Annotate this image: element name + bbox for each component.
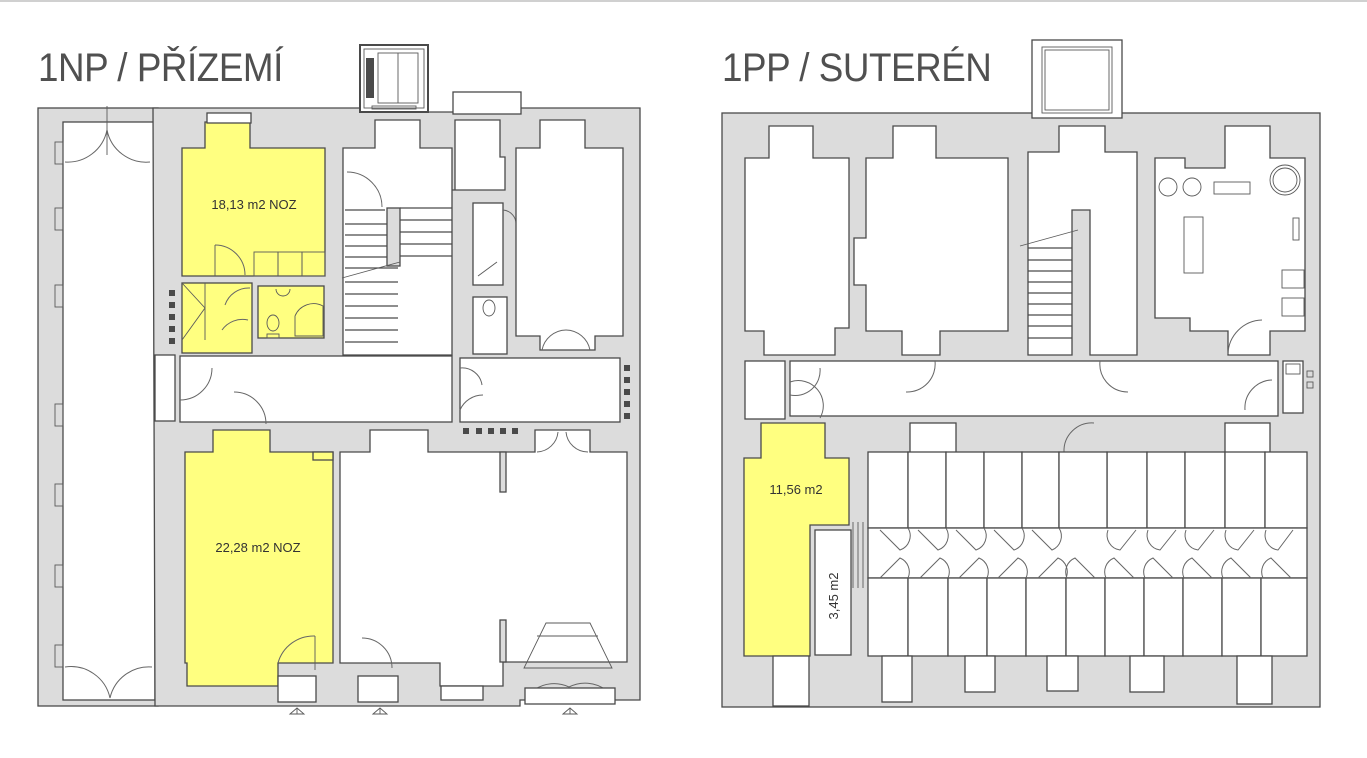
window [206, 112, 252, 124]
door-swing-icon [459, 367, 483, 386]
room-upper-right [515, 119, 624, 351]
room-22-28 [184, 429, 334, 687]
corridor-east [459, 357, 621, 423]
entry-steps [357, 675, 399, 703]
basement-corridor [789, 360, 1279, 417]
bay-window [523, 622, 616, 705]
cellar-stair-room [1027, 125, 1138, 356]
door-swing-icon [214, 244, 246, 276]
top-divider [0, 0, 1367, 2]
room-label-11-56: 11,56 m2 [769, 482, 822, 497]
window [440, 685, 484, 701]
door-swing-icon [221, 318, 249, 331]
bathroom [257, 285, 325, 339]
room-11-56 [743, 422, 850, 657]
boiler-icon [1158, 164, 1305, 317]
stair-hall [342, 119, 506, 356]
room-label-18-13: 18,13 m2 NOZ [211, 197, 296, 212]
staircase-icon [341, 207, 452, 343]
built-in-wardrobes [253, 251, 326, 277]
door-swing-icon [346, 171, 383, 208]
door-swing-icon [879, 527, 1294, 579]
shower-icon [477, 261, 498, 277]
entry-hall [181, 282, 253, 354]
corridor [179, 355, 453, 423]
door-swing-icon [1227, 319, 1263, 355]
partition-lines [852, 522, 864, 588]
wc-room [472, 296, 508, 355]
room-label-3-45: 3,45 m2 [826, 573, 841, 620]
toilet-icon [482, 299, 496, 317]
shower-room [472, 202, 504, 286]
plan-1pp: 11,56 m2 3,45 m2 [721, 39, 1321, 708]
toilet-icon [266, 314, 280, 339]
room-3-45 [814, 529, 852, 656]
door-swing-icon [361, 637, 393, 669]
sink-icon [275, 288, 291, 297]
arcade-room [62, 121, 156, 701]
door-swing-icon [64, 106, 153, 699]
door-swing-icon [789, 360, 1273, 453]
window [154, 354, 176, 422]
window-well [772, 655, 810, 707]
elevator-icon [359, 44, 429, 113]
storage-cubicles [867, 422, 1308, 705]
door-swing-icon [277, 635, 316, 664]
plan-title-1np: 1NP / PŘÍZEMÍ [38, 46, 283, 90]
door-swing-icon [179, 367, 213, 401]
salon-room [339, 429, 628, 687]
plan-title-1pp: 1PP / SUTERÉN [722, 46, 992, 90]
balcony-niche [452, 91, 522, 115]
small-storage [744, 360, 786, 420]
door-swing-icon [224, 287, 251, 306]
light-well [1031, 39, 1123, 119]
entrance-arrow-icon [288, 707, 579, 715]
cellar-room-1 [744, 125, 850, 356]
switch-icon [1285, 363, 1314, 389]
staircase-icon [1019, 229, 1079, 339]
plan-1np: 18,13 m2 NOZ [37, 44, 641, 715]
shower-icon [294, 303, 324, 337]
door-swing-icon [233, 391, 267, 425]
entry-steps [277, 675, 317, 703]
door-swing-icon [541, 329, 567, 351]
switch-icon [169, 290, 630, 434]
cellar-room-2 [853, 125, 1009, 356]
door-swing-icon [536, 431, 559, 453]
boiler-room [1154, 125, 1306, 356]
room-label-22-28: 22,28 m2 NOZ [215, 540, 300, 555]
